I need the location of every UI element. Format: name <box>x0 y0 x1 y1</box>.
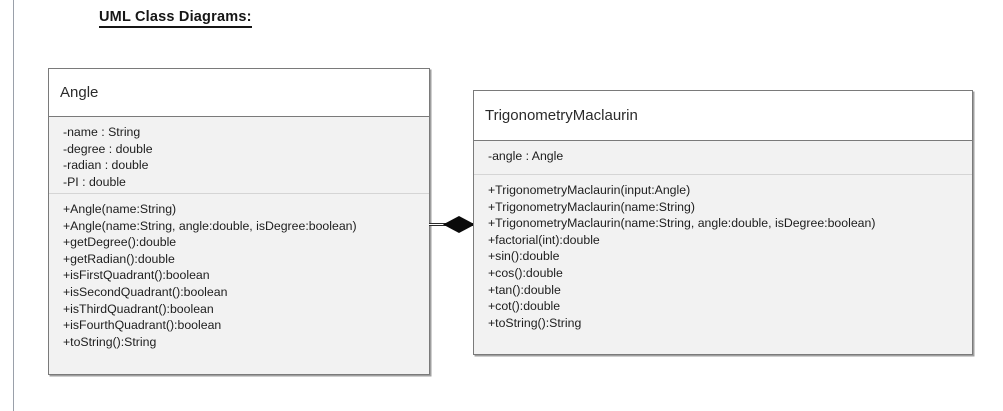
method-row: +TrigonometryMaclaurin(name:String) <box>488 199 695 214</box>
method-row: +TrigonometryMaclaurin(name:String, angl… <box>488 216 876 231</box>
uml-class-trigonometrymaclaurin[interactable]: TrigonometryMaclaurin -angle : Angle +Tr… <box>473 90 973 355</box>
class-name-trigonometrymaclaurin: TrigonometryMaclaurin <box>474 91 972 141</box>
method-row: +getRadian():double <box>63 251 175 266</box>
attributes-compartment-trigonometrymaclaurin: -angle : Angle <box>474 141 972 175</box>
attribute-row: -name : String <box>63 125 141 139</box>
method-row: +tan():double <box>488 282 561 297</box>
method-row: +toString():String <box>488 315 582 330</box>
uml-class-angle[interactable]: Angle -name : String -degree : double -r… <box>48 68 430 375</box>
method-row: +cot():double <box>488 299 561 314</box>
method-row: +toString():String <box>63 334 157 349</box>
attribute-row: -degree : double <box>63 141 153 156</box>
method-row: +cos():double <box>488 265 563 280</box>
method-row: +isFourthQuadrant():boolean <box>63 318 222 333</box>
methods-compartment-angle: +Angle(name:String) +Angle(name:String, … <box>49 194 429 374</box>
method-row: +isThirdQuadrant():boolean <box>63 301 214 316</box>
method-row: +isSecondQuadrant():boolean <box>63 284 228 299</box>
method-row: +isFirstQuadrant():boolean <box>63 268 210 283</box>
method-row: +Angle(name:String) <box>63 202 177 216</box>
method-row: +sin():double <box>488 249 560 264</box>
page-title: UML Class Diagrams: <box>99 9 252 28</box>
filled-diamond-icon <box>443 216 475 233</box>
attribute-row: -PI : double <box>63 174 126 189</box>
method-row: +getDegree():double <box>63 235 177 250</box>
attribute-row: -radian : double <box>63 158 149 173</box>
method-row: +factorial(int):double <box>488 232 600 247</box>
method-row: +Angle(name:String, angle:double, isDegr… <box>63 218 357 233</box>
page-margin-rule <box>13 0 14 411</box>
methods-compartment-trigonometrymaclaurin: +TrigonometryMaclaurin(input:Angle) +Tri… <box>474 175 972 354</box>
association-composition[interactable] <box>429 214 475 236</box>
class-name-angle: Angle <box>49 69 429 117</box>
attributes-compartment-angle: -name : String -degree : double -radian … <box>49 117 429 194</box>
attribute-row: -angle : Angle <box>488 149 564 163</box>
method-row: +TrigonometryMaclaurin(input:Angle) <box>488 183 691 197</box>
